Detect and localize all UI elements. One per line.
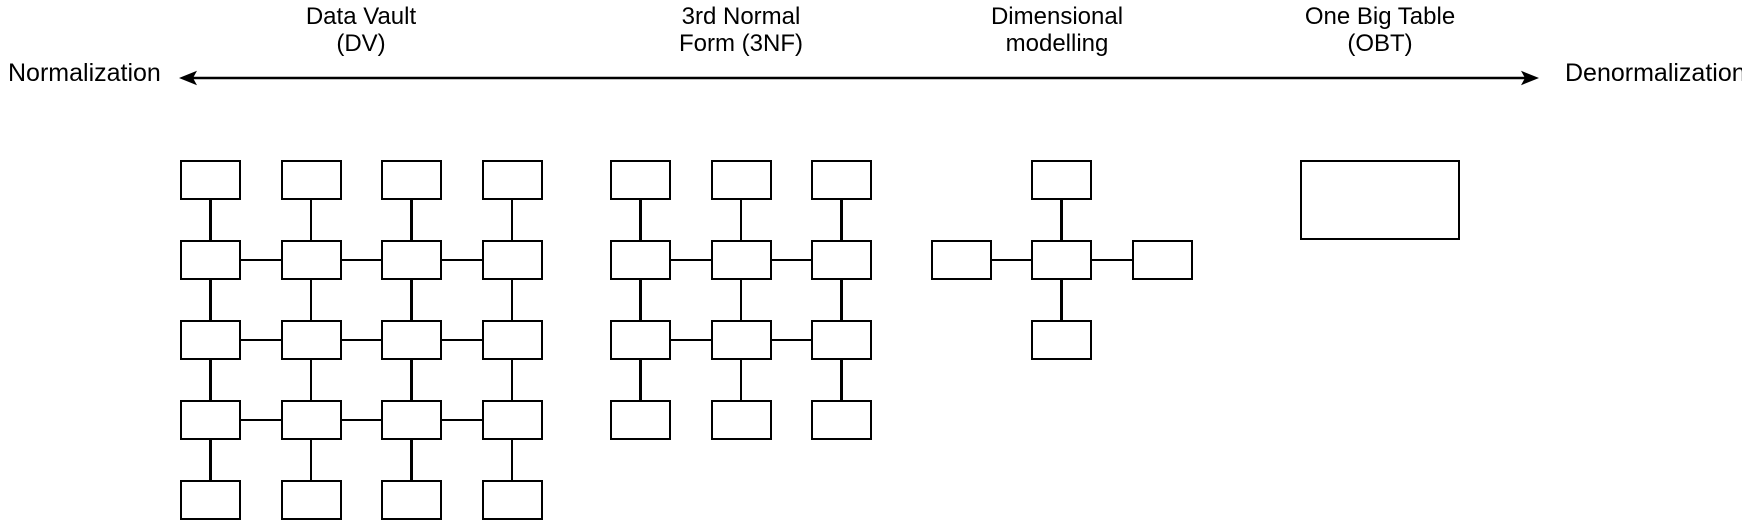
connector-vertical: [209, 200, 212, 240]
dimension-table-node: [1131, 240, 1193, 280]
table-node: [180, 320, 241, 360]
table-node: [180, 240, 241, 280]
connector-vertical: [309, 360, 313, 400]
table-node: [610, 240, 671, 280]
table-node: [710, 240, 772, 280]
table-node: [381, 320, 442, 360]
connector-vertical: [510, 440, 514, 480]
connector-vertical: [840, 280, 843, 320]
connector-horizontal: [442, 418, 482, 422]
big-table-node: [1300, 160, 1460, 240]
table-node: [381, 400, 442, 440]
connector-horizontal: [341, 418, 381, 422]
connector-vertical: [510, 280, 514, 320]
connector-vertical: [639, 200, 642, 240]
connector-vertical: [309, 200, 313, 240]
connector-vertical: [639, 360, 642, 400]
dimension-table-node: [1031, 160, 1092, 200]
connector-vertical: [309, 440, 313, 480]
table-node: [180, 480, 241, 520]
connector-vertical: [639, 280, 642, 320]
connector-vertical: [209, 280, 212, 320]
method-title-line: (DV): [336, 30, 386, 57]
dimension-table-node: [1031, 320, 1092, 360]
table-node: [481, 320, 543, 360]
table-node: [381, 160, 442, 200]
table-node: [280, 320, 342, 360]
connector-vertical: [739, 280, 743, 320]
table-node: [710, 320, 772, 360]
method-title-line: One Big Table: [1304, 3, 1456, 30]
table-node: [180, 400, 241, 440]
table-node: [811, 320, 872, 360]
table-node: [481, 480, 543, 520]
connector-horizontal: [341, 338, 381, 342]
connector-horizontal: [671, 338, 711, 342]
method-title-line: Dimensional: [990, 3, 1124, 30]
connector-horizontal: [442, 258, 482, 262]
connector-vertical: [410, 360, 413, 400]
table-node: [381, 480, 442, 520]
connector-horizontal: [771, 258, 811, 262]
connector-vertical: [510, 360, 514, 400]
table-node: [381, 240, 442, 280]
connector-vertical: [1060, 200, 1063, 240]
table-node: [280, 240, 342, 280]
connector-vertical: [410, 440, 413, 480]
table-node: [610, 320, 671, 360]
table-node: [710, 160, 772, 200]
arrowhead-left: [179, 70, 197, 86]
method-title-line: Data Vault: [305, 3, 417, 30]
table-node: [811, 160, 872, 200]
connector-vertical: [840, 200, 843, 240]
method-title-one-big-table: One Big Table(OBT): [1305, 3, 1455, 57]
table-node: [811, 400, 872, 440]
method-title-line: (OBT): [1347, 30, 1413, 57]
connector-vertical: [410, 280, 413, 320]
table-node: [481, 240, 543, 280]
table-node: [180, 160, 241, 200]
arrowhead-right: [1521, 70, 1539, 86]
connector-vertical: [510, 200, 514, 240]
method-title-line: 3rd Normal: [681, 3, 801, 30]
table-node: [481, 400, 543, 440]
table-node: [710, 400, 772, 440]
connector-vertical: [1060, 280, 1063, 320]
connector-horizontal: [771, 338, 811, 342]
connector-vertical: [209, 360, 212, 400]
method-title-data-vault: Data Vault(DV): [306, 3, 416, 57]
connector-horizontal: [991, 258, 1031, 262]
fact-table-node: [1031, 240, 1092, 280]
connector-horizontal: [341, 258, 381, 262]
connector-vertical: [410, 200, 413, 240]
connector-vertical: [840, 360, 843, 400]
connector-horizontal: [1092, 258, 1132, 262]
table-node: [280, 160, 342, 200]
connector-horizontal: [671, 258, 711, 262]
connector-horizontal: [442, 338, 482, 342]
table-node: [280, 480, 342, 520]
connector-vertical: [309, 280, 313, 320]
axis-right-label: Denormalization: [1565, 59, 1742, 87]
table-node: [481, 160, 543, 200]
connector-horizontal: [241, 418, 281, 422]
connector-vertical: [209, 440, 212, 480]
axis-left-label: Normalization: [8, 59, 161, 87]
connector-horizontal: [241, 338, 281, 342]
table-node: [811, 240, 872, 280]
connector-horizontal: [241, 258, 281, 262]
connector-vertical: [739, 200, 743, 240]
connector-vertical: [739, 360, 743, 400]
method-title-line: modelling: [1005, 30, 1109, 57]
table-node: [280, 400, 342, 440]
method-title-line: Form (3NF): [679, 30, 803, 57]
dimension-table-node: [930, 240, 992, 280]
table-node: [610, 160, 671, 200]
table-node: [610, 400, 671, 440]
